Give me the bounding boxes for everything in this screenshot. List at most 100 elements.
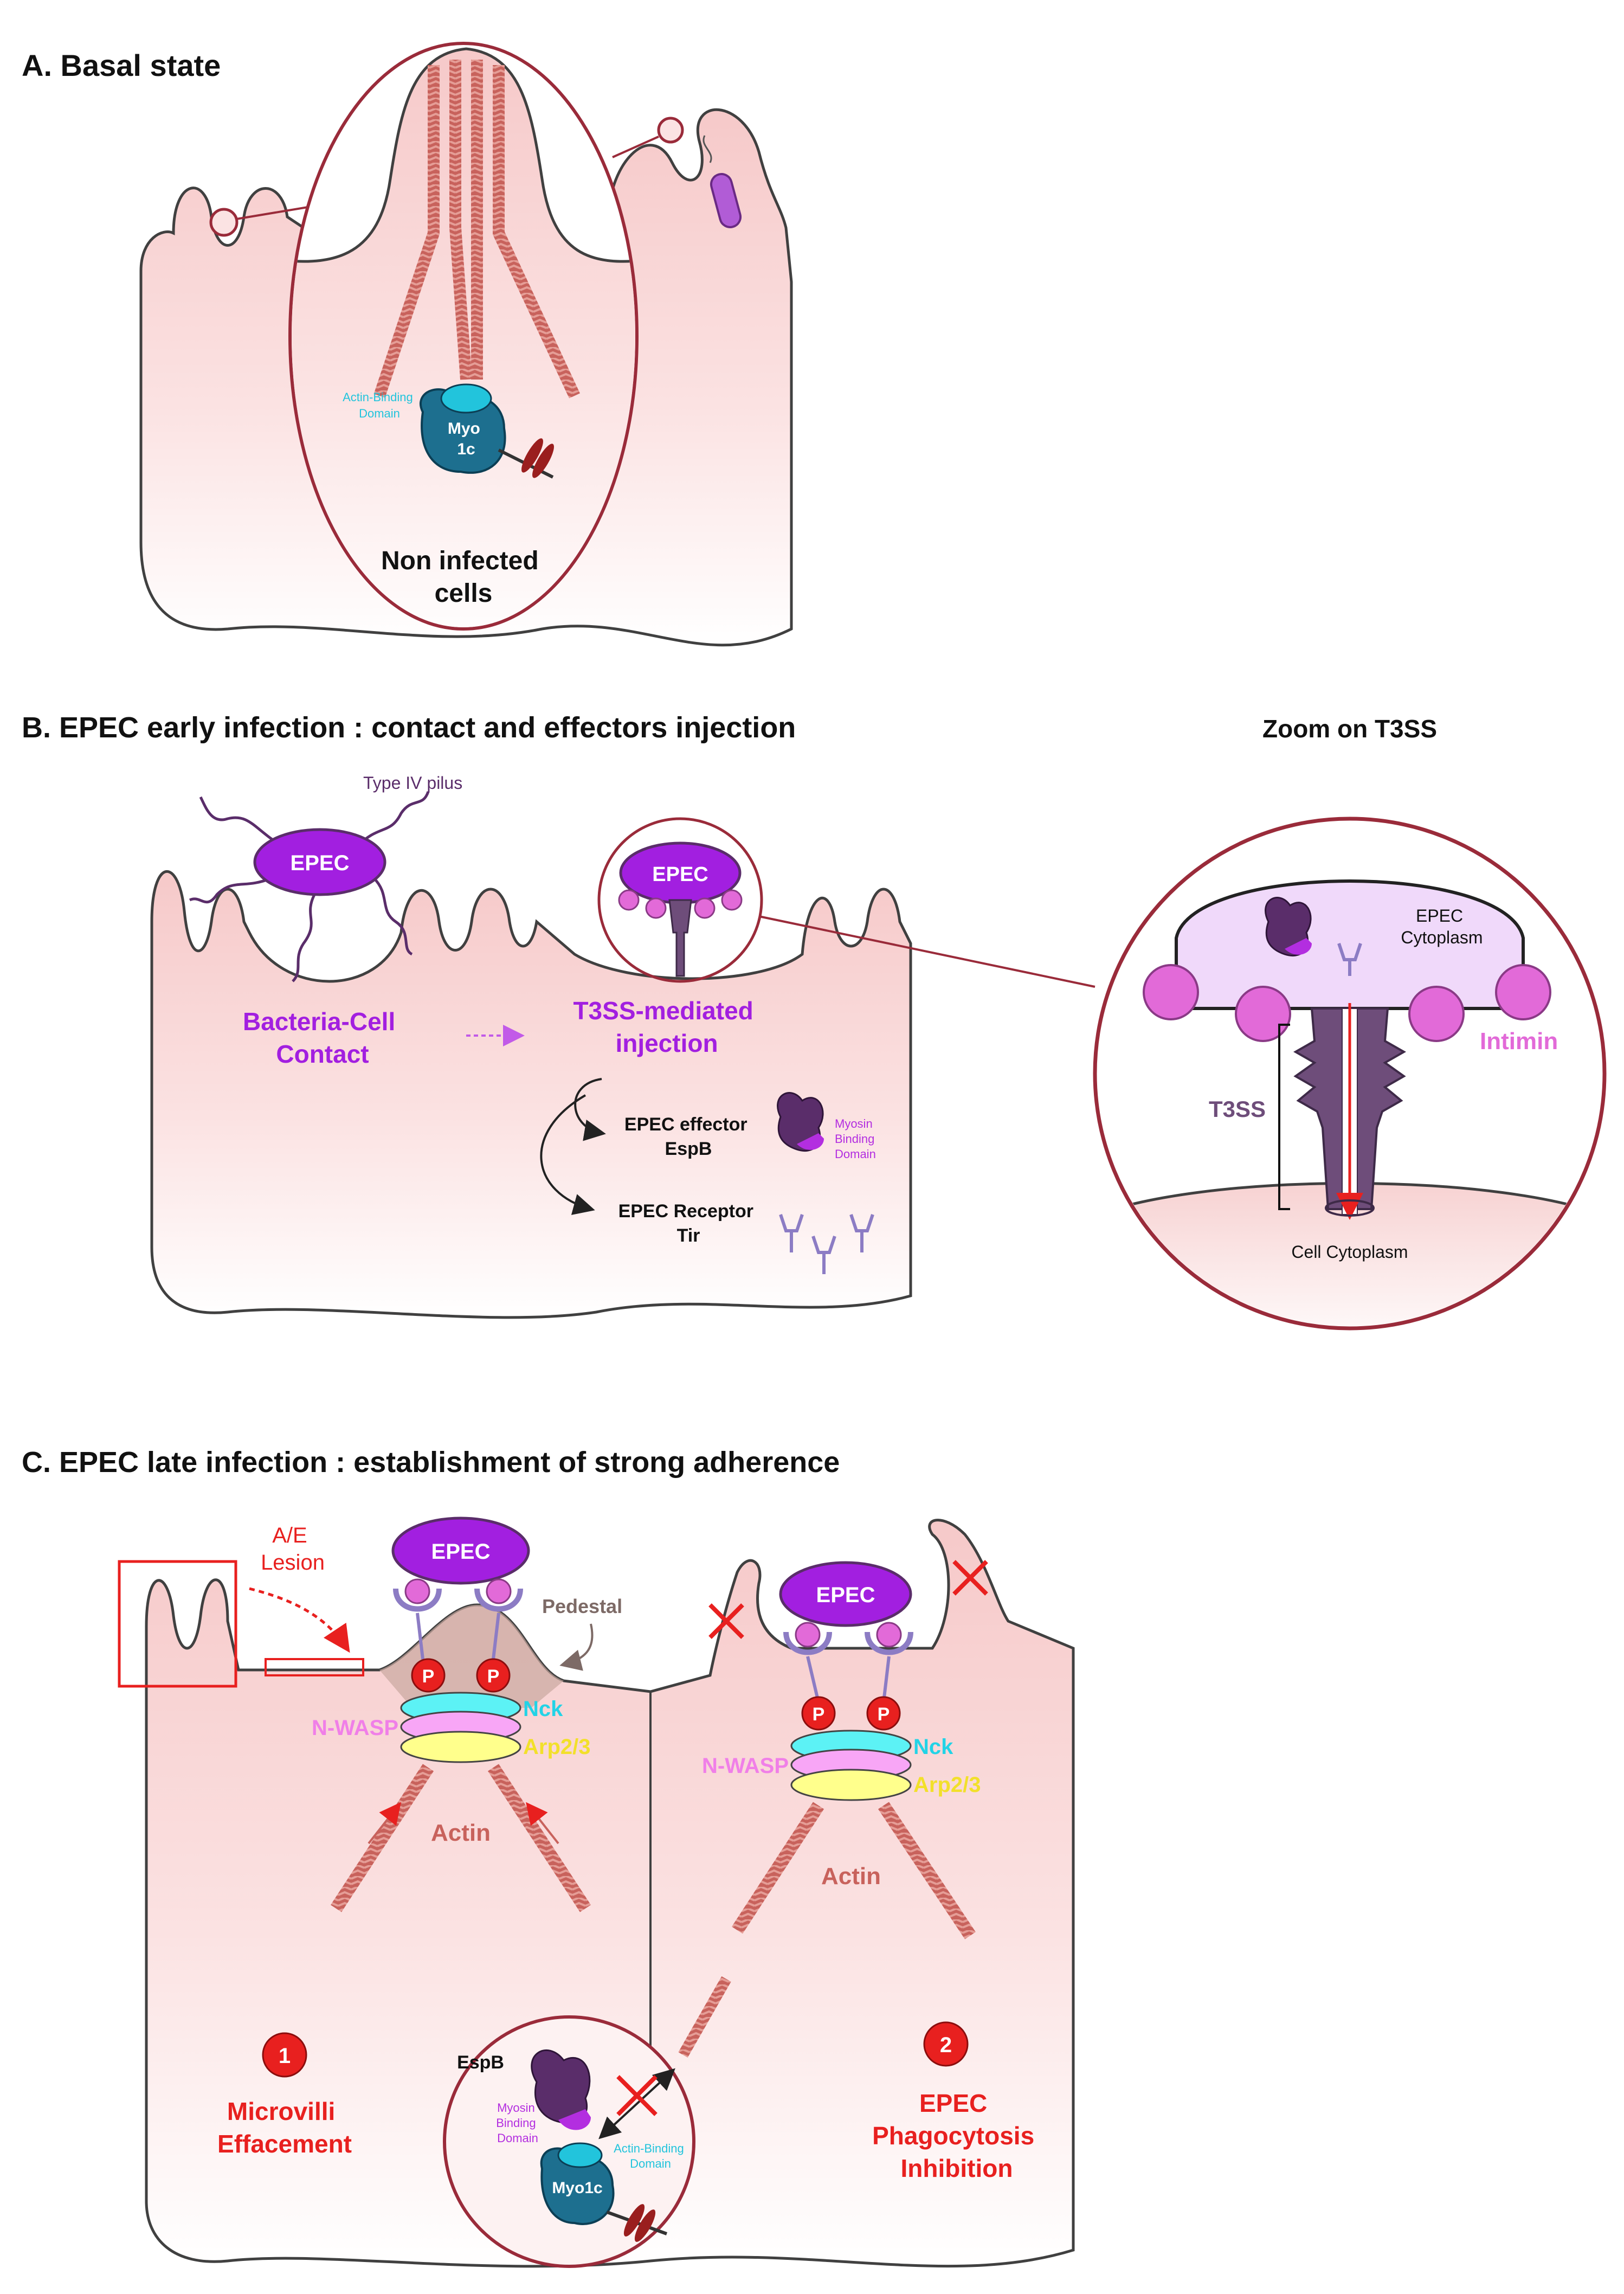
actin-label-left: Actin xyxy=(431,1820,491,1846)
actin-filament xyxy=(330,1764,434,1912)
step-2-badge xyxy=(923,2021,969,2067)
epec-bacterium-left xyxy=(391,1517,530,1585)
lipid-anchor xyxy=(532,444,554,478)
myo1c-label: Myo 1c xyxy=(448,420,485,458)
nck-label: Nck xyxy=(913,1735,953,1759)
lipid-anchor xyxy=(623,2204,645,2237)
panel-c-title: C. EPEC late infection : establishment o… xyxy=(22,1446,840,1479)
actin-filament xyxy=(493,65,580,399)
actin-push-arrow xyxy=(526,1802,559,1845)
myosin-binding-label: Myosin Binding Domain xyxy=(835,1117,878,1161)
intimin-dot xyxy=(645,897,667,919)
panel-a: A. Basal state Myo 1c xyxy=(22,42,793,647)
intimin-dot xyxy=(1235,986,1291,1042)
phagocytosis-label: EPEC Phagocytosis Inhibition xyxy=(872,2089,1041,2182)
panel-b-title: B. EPEC early infection : contact and ef… xyxy=(22,711,796,744)
zoom-line-left xyxy=(236,205,315,220)
phospho-p xyxy=(476,1658,511,1693)
actin-binding-label: Actin-Binding Domain xyxy=(343,390,416,420)
myo1c-head xyxy=(440,383,492,414)
intimin-dot xyxy=(1408,986,1465,1042)
branch-arrow xyxy=(574,1078,606,1141)
epec-cytoplasm-body xyxy=(1175,879,1525,1010)
branch-arrow xyxy=(540,1094,595,1215)
p-label: P xyxy=(487,1666,500,1687)
espb-protein xyxy=(531,2049,591,2124)
tir-receptor xyxy=(1337,943,1362,976)
lipid-anchor xyxy=(521,438,543,473)
step-1-badge xyxy=(262,2032,307,2078)
zoom-t3ss-title: Zoom on T3SS xyxy=(1262,715,1437,743)
epec-left-label: EPEC xyxy=(431,1540,491,1564)
zoom-origin-right xyxy=(657,117,684,144)
myo1c-label: Myo1c xyxy=(552,2179,602,2197)
receptor-label: EPEC Receptor Tir xyxy=(618,1201,759,1246)
t3ss-pore xyxy=(1325,1199,1375,1217)
epec-left-label: EPEC xyxy=(291,851,350,875)
inhibition-x-mark xyxy=(616,2075,658,2116)
contact-label: Bacteria-Cell Contact xyxy=(243,1007,402,1068)
actin-binding-label: Actin-Binding Domain xyxy=(614,2142,687,2170)
panel-c: C. EPEC late infection : establishment o… xyxy=(22,1446,1075,2268)
inhibition-x-mark xyxy=(708,1560,988,1639)
t3ss-needle xyxy=(668,899,692,977)
zoom-line-b xyxy=(758,915,1095,988)
cell-cytoplasm-label: Cell Cytoplasm xyxy=(1291,1242,1408,1262)
arp23 xyxy=(790,1769,912,1801)
t3ss-label: T3SS xyxy=(1209,1096,1266,1122)
effector-label: EPEC effector EspB xyxy=(624,1114,752,1159)
panel-b: B. EPEC early infection : contact and ef… xyxy=(22,711,1607,1331)
lesion-box xyxy=(265,1658,364,1676)
actin-filament xyxy=(487,1764,591,1912)
actin-label-right: Actin xyxy=(821,1863,881,1890)
pedestal-label: Pedestal xyxy=(542,1595,622,1617)
intimin-dot xyxy=(1495,964,1551,1020)
epec-cytoplasm-label: EPEC Cytoplasm xyxy=(1401,906,1483,947)
actin-filament xyxy=(373,65,440,398)
nck-label: Nck xyxy=(523,1697,563,1721)
bacterium-small xyxy=(710,173,742,228)
intimin-dot xyxy=(618,889,640,911)
epec-right-label: EPEC xyxy=(816,1583,875,1607)
zoom-line-right xyxy=(612,136,659,158)
cell-b xyxy=(150,870,912,1319)
lesion-arrow xyxy=(249,1587,350,1653)
phospho-p xyxy=(866,1696,901,1731)
espb-myosin-binding xyxy=(1285,938,1312,955)
tir-receptors xyxy=(779,1214,874,1274)
arp23 xyxy=(400,1731,521,1763)
t3ss-bracket xyxy=(1278,1024,1290,1210)
pedestal-arrow xyxy=(559,1623,594,1671)
pilus-small xyxy=(703,135,712,163)
actin-push-arrow xyxy=(368,1802,401,1845)
nwasp-label: N-WASP xyxy=(312,1716,398,1740)
injection-label: T3SS-mediated injection xyxy=(573,997,760,1057)
arp23-label: Arp2/3 xyxy=(523,1735,591,1759)
actin-filament xyxy=(678,1976,731,2058)
intimin-label: Intimin xyxy=(1480,1028,1558,1055)
step-1-number: 1 xyxy=(279,2044,291,2068)
microvilli-box xyxy=(118,1560,237,1688)
zoom-origin-left xyxy=(209,208,239,237)
espb-label: EspB xyxy=(457,2052,504,2073)
p-label: P xyxy=(878,1704,890,1725)
panel-a-title: A. Basal state xyxy=(22,48,221,82)
phospho-p xyxy=(801,1696,836,1731)
actin-filament xyxy=(878,1802,976,1939)
myo1c-head xyxy=(557,2142,603,2168)
epec-bacterium-right xyxy=(779,1561,912,1627)
p-label: P xyxy=(813,1704,825,1725)
myo1c-body xyxy=(420,388,506,474)
blocked-binding-arrow xyxy=(598,2068,675,2139)
actin-filament xyxy=(731,1802,824,1934)
intimin-dot xyxy=(694,897,716,919)
actin-filament xyxy=(449,60,472,380)
p-label: P xyxy=(422,1666,435,1687)
espb-myosin-binding xyxy=(797,1133,824,1150)
effacement-label: Microvilli Effacement xyxy=(217,2097,352,2158)
intimin-tir-complex xyxy=(783,1622,913,1703)
lipid-anchor xyxy=(634,2209,656,2242)
step-2-number: 2 xyxy=(940,2033,952,2057)
espb-protein xyxy=(777,1092,824,1152)
